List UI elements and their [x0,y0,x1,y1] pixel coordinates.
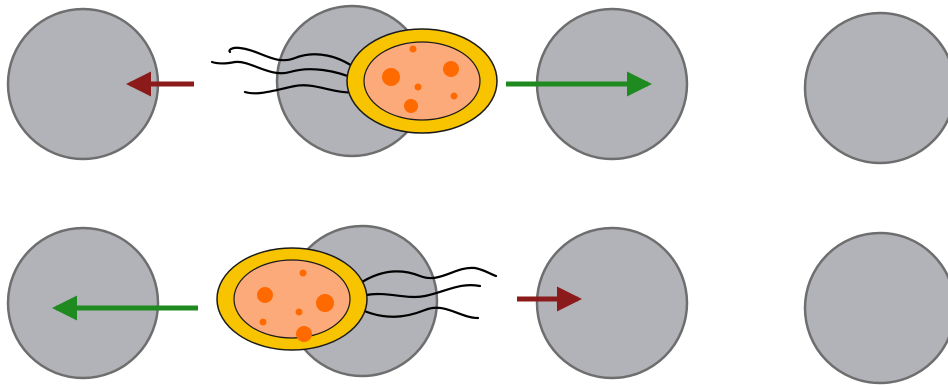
granule [451,93,458,100]
granule [296,326,312,342]
cell-cytoplasm [364,42,480,120]
obstacle-circle [8,228,158,378]
granule [260,319,267,326]
granule [257,287,273,303]
obstacle-circle [805,13,948,163]
row-bottom [8,226,948,383]
bacterium-cell [217,248,367,350]
row-top [8,6,948,163]
obstacle-circle [805,233,948,383]
bacterium-cell [347,29,497,133]
granule [316,294,334,312]
granule [300,270,307,277]
granule [415,84,422,91]
granule [410,46,417,53]
obstacle-circle [537,228,687,378]
granule [443,61,459,77]
granule [404,99,418,113]
granule [296,309,303,316]
granule [382,68,400,86]
